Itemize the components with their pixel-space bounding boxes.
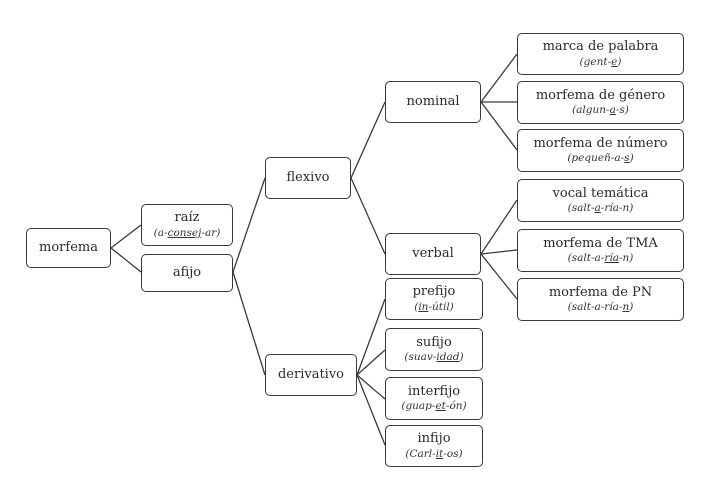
edge-afijo-flexivo bbox=[232, 177, 266, 273]
node-morfema-pn: morfema de PN (salt-a-ría-n) bbox=[517, 278, 684, 321]
node-derivativo: derivativo bbox=[265, 354, 357, 396]
edge-verbal-pn bbox=[480, 253, 518, 300]
edge-derivativo-interfijo bbox=[356, 374, 386, 400]
edge-flexivo-nominal bbox=[350, 101, 386, 179]
node-afijo: afijo bbox=[141, 254, 233, 292]
node-marca-palabra: marca de palabra (gent-e) bbox=[517, 33, 684, 75]
node-flexivo: flexivo bbox=[265, 157, 351, 199]
node-afijo-label: afijo bbox=[172, 264, 202, 280]
node-raiz: raíz (a-consej-ar) bbox=[141, 204, 233, 246]
node-marca-palabra-label: marca de palabra bbox=[542, 39, 659, 55]
edge-flexivo-verbal bbox=[350, 177, 386, 255]
node-sufijo-label: sufijo bbox=[416, 334, 452, 350]
edge-verbal-tma bbox=[480, 249, 518, 255]
edge-verbal-vocal bbox=[480, 199, 518, 255]
node-verbal: verbal bbox=[385, 233, 481, 275]
node-morfema-pn-example: (salt-a-ría-n) bbox=[567, 301, 634, 314]
node-morfema-tma-example: (salt-a-ría-n) bbox=[567, 252, 634, 265]
node-vocal-tematica-label: vocal temática bbox=[552, 185, 649, 201]
node-nominal: nominal bbox=[385, 81, 481, 123]
edge-afijo-derivativo bbox=[232, 271, 266, 376]
node-morfema-genero-label: morfema de género bbox=[535, 87, 666, 103]
node-vocal-tematica-example: (salt-a-ría-n) bbox=[567, 202, 634, 215]
node-interfijo-label: interfijo bbox=[407, 383, 461, 399]
node-raiz-example: (a-consej-ar) bbox=[153, 226, 221, 239]
node-sufijo: sufijo (suav-idad) bbox=[385, 328, 483, 371]
node-morfema-numero-label: morfema de número bbox=[533, 135, 668, 151]
edge-morfema-raiz bbox=[110, 224, 142, 249]
node-morfema: morfema bbox=[26, 228, 111, 268]
node-interfijo-example: (guap-et-ón) bbox=[401, 400, 467, 413]
edge-nominal-numero bbox=[480, 101, 518, 151]
edge-derivativo-prefijo bbox=[356, 298, 386, 376]
node-infijo-example: (Carl-it-os) bbox=[405, 447, 463, 460]
node-sufijo-example: (suav-idad) bbox=[404, 351, 464, 364]
node-morfema-numero-example: (pequeñ-a-s) bbox=[567, 152, 634, 165]
node-morfema-pn-label: morfema de PN bbox=[548, 284, 653, 300]
node-prefijo: prefijo (in-útil) bbox=[385, 278, 483, 320]
node-marca-palabra-example: (gent-e) bbox=[579, 55, 622, 68]
node-raiz-label: raíz bbox=[174, 210, 200, 226]
node-morfema-tma: morfema de TMA (salt-a-ría-n) bbox=[517, 229, 684, 272]
node-morfema-genero-example: (algun-a-s) bbox=[572, 104, 629, 117]
node-morfema-genero: morfema de género (algun-a-s) bbox=[517, 81, 684, 124]
edge-derivativo-sufijo bbox=[356, 349, 386, 376]
node-prefijo-label: prefijo bbox=[412, 284, 456, 300]
node-infijo: infijo (Carl-it-os) bbox=[385, 425, 483, 467]
node-morfema-numero: morfema de número (pequeñ-a-s) bbox=[517, 129, 684, 172]
edge-nominal-marca bbox=[480, 53, 518, 103]
edge-morfema-afijo bbox=[110, 247, 142, 273]
edge-derivativo-infijo bbox=[356, 374, 386, 446]
node-morfema-label: morfema bbox=[39, 239, 98, 255]
node-infijo-label: infijo bbox=[417, 431, 451, 447]
node-derivativo-label: derivativo bbox=[277, 366, 345, 382]
node-verbal-label: verbal bbox=[412, 245, 454, 261]
node-morfema-tma-label: morfema de TMA bbox=[543, 235, 658, 251]
node-prefijo-example: (in-útil) bbox=[414, 300, 454, 313]
node-interfijo: interfijo (guap-et-ón) bbox=[385, 377, 483, 420]
node-flexivo-label: flexivo bbox=[286, 169, 330, 185]
node-vocal-tematica: vocal temática (salt-a-ría-n) bbox=[517, 179, 684, 222]
node-nominal-label: nominal bbox=[406, 93, 460, 109]
